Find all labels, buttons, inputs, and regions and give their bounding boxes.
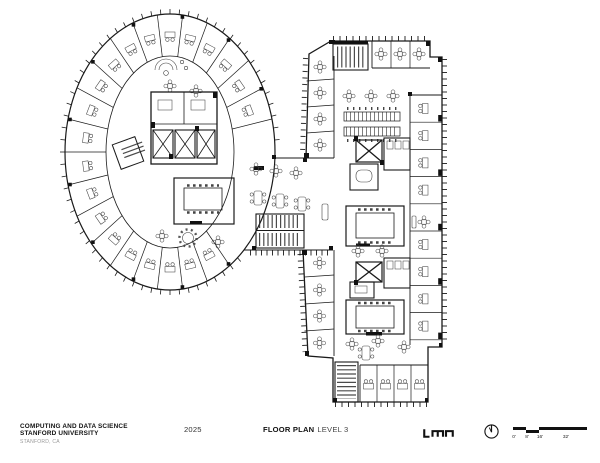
lmn-logo-glyphs [423,429,454,438]
connector-bridge [244,155,333,256]
right-wing-offices [304,41,442,402]
north-arrow-icon [483,423,500,445]
scale-label-16: 16' [537,434,543,440]
oval-wing-ring [60,9,280,295]
right-wing [297,36,447,407]
sheet-year: 2025 [184,425,202,434]
oval-wing-interior [111,58,264,249]
graphic-scale-bar: 0' 8' 16' 32' [511,426,591,445]
scale-label-32: 32' [563,434,569,440]
scale-label-0: 0' [512,434,516,440]
lmn-logo [422,426,455,444]
sheet-title-main: FLOOR PLAN [263,425,315,434]
sheet-title-level: LEVEL 3 [317,425,349,434]
scale-label-8: 8' [525,434,529,440]
plan-area [60,9,447,407]
floor-plan-drawing [60,9,447,407]
project-title: COMPUTING AND DATA SCIENCE [20,423,128,430]
project-subtitle: STANFORD UNIVERSITY [20,429,99,437]
project-location: STANFORD, CA [20,438,60,445]
project-title-block: COMPUTING AND DATA SCIENCE STANFORD UNIV… [20,423,128,445]
